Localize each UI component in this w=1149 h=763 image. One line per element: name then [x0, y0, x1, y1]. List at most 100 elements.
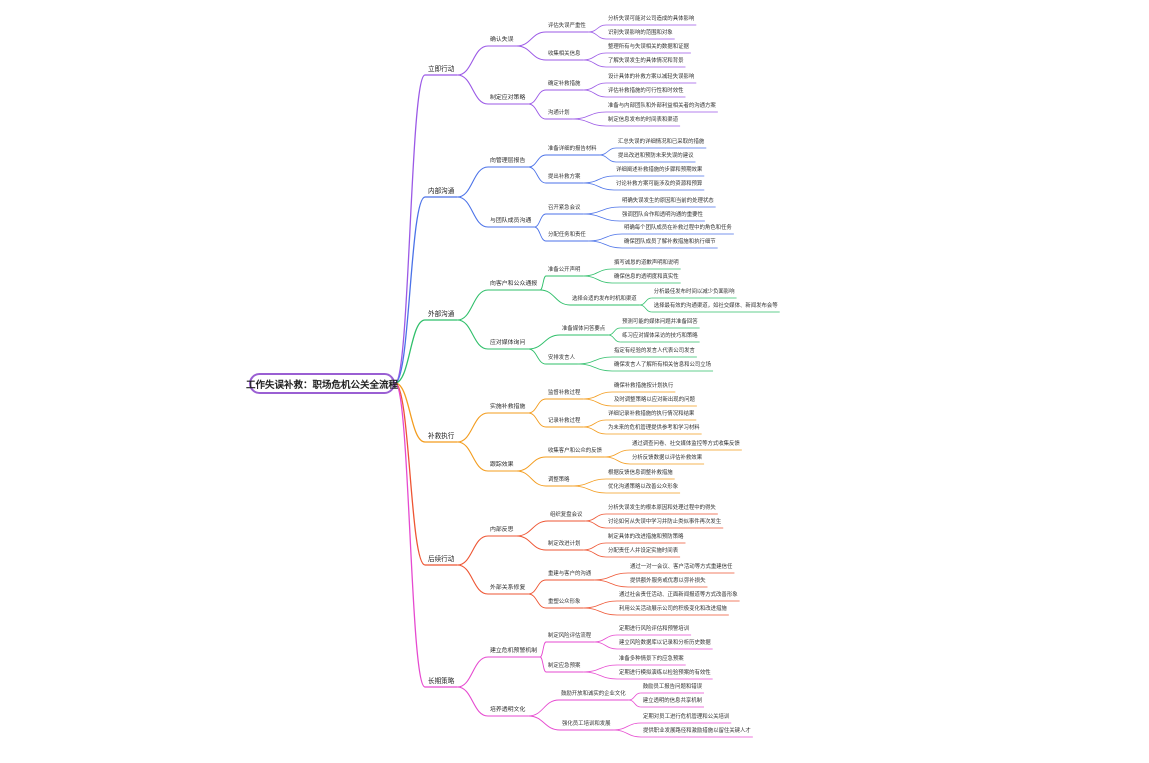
topic-node-4-0-0[interactable]: 组织复盘会议	[550, 512, 583, 518]
sub-node-2-1[interactable]: 应对媒体询问	[490, 340, 526, 346]
root-node[interactable]: 工作失误补救：职场危机公关全流程	[246, 373, 398, 394]
sub-node-4-0[interactable]: 内部反思	[490, 527, 514, 533]
branch-node-4[interactable]: 后续行动	[428, 555, 455, 563]
leaf-node-3-0-0-1[interactable]: 及时调整策略以应对新出现的问题	[614, 397, 695, 403]
topic-node-4-0-1[interactable]: 制定改进计划	[548, 541, 581, 547]
leaf-node-4-1-0-0[interactable]: 通过一对一会议、客户活动等方式重建信任	[630, 564, 733, 570]
leaf-node-2-0-1-1[interactable]: 选择最有效的沟通渠道，如社交媒体、新闻发布会等	[653, 303, 778, 309]
sub-node-5-1[interactable]: 培养透明文化	[490, 707, 526, 713]
leaf-node-4-1-0-1[interactable]: 提供额外服务或优惠以弥补损失	[630, 578, 706, 584]
sub-node-2-0[interactable]: 向客户和公众通报	[490, 281, 538, 287]
sub-node-0-1[interactable]: 制定应对策略	[490, 95, 526, 101]
leaf-node-1-1-1-1[interactable]: 确保团队成员了解补救措施和执行细节	[624, 239, 716, 245]
topic-node-4-1-0[interactable]: 重建与客户的沟通	[548, 571, 592, 577]
topic-connector-0-1-1	[528, 103, 547, 120]
topic-node-2-0-1[interactable]: 选择合适的发布时机和渠道	[572, 296, 637, 302]
leaf-connector-4-1-0-0	[594, 572, 629, 581]
topic-node-5-1-1[interactable]: 强化员工培训和发展	[562, 721, 611, 727]
leaf-node-3-0-1-1[interactable]: 为未来的危机管理提供参考和学习材料	[608, 425, 700, 431]
leaf-node-0-1-1-0[interactable]: 准备与内部团队和外部利益相关者的沟通方案	[608, 103, 716, 109]
leaf-node-5-1-0-1[interactable]: 建立透明的信息共享机制	[642, 698, 703, 704]
topic-node-1-1-0[interactable]: 召开紧急会议	[548, 205, 581, 211]
leaf-node-1-1-0-1[interactable]: 强调团队合作和透明沟通的重要性	[622, 212, 703, 218]
leaf-node-4-0-1-1[interactable]: 分配责任人并设定实施时间表	[608, 548, 679, 554]
topic-node-5-0-0[interactable]: 制定风险评估流程	[548, 633, 592, 639]
topic-node-3-0-0[interactable]: 监督补救过程	[548, 390, 581, 396]
topic-node-2-0-0[interactable]: 准备公开声明	[548, 267, 581, 273]
sub-node-3-0[interactable]: 实施补救措施	[490, 404, 526, 410]
branch-node-1[interactable]: 内部沟通	[428, 187, 455, 195]
sub-node-4-1[interactable]: 外部关系修复	[490, 585, 526, 591]
leaf-node-1-1-1-0[interactable]: 明确每个团队成员在补救过程中的角色和任务	[624, 225, 732, 231]
topic-node-5-0-1[interactable]: 制定应急预案	[548, 663, 581, 669]
leaf-node-1-0-1-0[interactable]: 详细阐述补救措施的步骤和预期效果	[616, 167, 703, 173]
leaf-node-0-1-0-0[interactable]: 设计具体的补救方案以减轻失误影响	[608, 74, 695, 80]
sub-connector-1-1	[457, 196, 489, 228]
leaf-node-0-0-0-1[interactable]: 识别失误影响的范围和对象	[608, 30, 673, 36]
leaf-node-2-0-0-1[interactable]: 确保信息的透明度和真实性	[614, 274, 679, 280]
leaf-node-2-1-0-0[interactable]: 预测可能的媒体问题并准备回答	[622, 319, 698, 325]
leaf-node-2-1-1-1[interactable]: 确保发言人了解所有相关信息和公司立场	[614, 362, 712, 368]
leaf-node-3-1-0-0[interactable]: 通过调查问卷、社交媒体监控等方式收集反馈	[632, 441, 740, 447]
leaf-node-5-0-0-0[interactable]: 定期进行风险评估和预警培训	[619, 626, 690, 632]
leaf-node-0-0-1-1[interactable]: 了解失误发生的具体情况和背景	[608, 58, 684, 64]
leaf-node-1-1-0-0[interactable]: 明确失误发生的原因和当前的处理状态	[622, 198, 714, 204]
branch-node-2[interactable]: 外部沟通	[428, 310, 455, 318]
topic-node-0-1-0[interactable]: 确定补救措施	[548, 81, 581, 87]
leaf-node-4-0-0-0[interactable]: 分析失误发生的根本原因和处理过程中的得失	[608, 505, 716, 511]
leaf-node-1-0-1-1[interactable]: 讨论补救方案可能涉及的资源和预算	[616, 181, 703, 187]
leaf-node-3-1-0-1[interactable]: 分析反馈数据以评估补救效果	[632, 455, 703, 461]
leaf-node-3-0-0-0[interactable]: 确保补救措施按计划执行	[614, 383, 674, 389]
leaf-node-0-0-1-0[interactable]: 整理所有与失误相关的数据和证据	[608, 44, 689, 50]
topic-node-3-1-1[interactable]: 调整策略	[548, 477, 570, 483]
leaf-node-5-0-1-1[interactable]: 定期进行模拟演练以检验预案的有效性	[619, 670, 711, 676]
leaf-node-5-1-1-1[interactable]: 提供职业发展路径和激励措施以留住关键人才	[643, 728, 751, 734]
topic-node-0-0-0[interactable]: 评估失误严重性	[548, 23, 586, 29]
branch-node-0[interactable]: 立即行动	[428, 65, 455, 73]
sub-node-1-0[interactable]: 向管理层报告	[490, 158, 526, 164]
topic-node-4-1-1[interactable]: 重塑公众形象	[548, 599, 581, 605]
sub-node-5-0[interactable]: 建立危机预警机制	[490, 648, 538, 654]
topic-node-2-1-0[interactable]: 准备媒体问答要点	[562, 326, 606, 332]
leaf-node-4-1-1-0[interactable]: 通过社会责任活动、正面新闻报道等方式改善形象	[619, 592, 738, 598]
topic-connector-3-1-1	[516, 470, 547, 487]
leaf-node-5-1-1-0[interactable]: 定期对员工进行危机管理和公关培训	[643, 714, 730, 720]
leaf-connector-4-0-0-1	[585, 520, 607, 529]
topic-node-3-1-0[interactable]: 收集客户和公众的反馈	[548, 448, 602, 454]
sub-node-0-0[interactable]: 确认失误	[490, 37, 514, 43]
leaf-node-4-1-1-1[interactable]: 利用公关活动展示公司的积极变化和改进措施	[619, 606, 727, 612]
leaf-node-5-0-0-1[interactable]: 建立风险数据库以记录和分析历史数据	[619, 640, 711, 646]
leaf-node-0-0-0-0[interactable]: 分析失误可能对公司造成的具体影响	[608, 16, 695, 22]
leaf-node-0-1-0-1[interactable]: 评估补救措施的可行性和时效性	[608, 88, 684, 94]
sub-connector-1-0	[457, 166, 489, 198]
topic-node-5-1-0[interactable]: 鼓励开放和诚实的企业文化	[561, 691, 626, 697]
branch-node-5[interactable]: 长期策略	[428, 677, 455, 685]
leaf-node-2-1-0-1[interactable]: 练习应对媒体采访的技巧和策略	[622, 333, 698, 339]
leaf-node-3-0-1-0[interactable]: 详细记录补救措施的执行情况和结果	[608, 411, 695, 417]
leaf-node-3-1-1-0[interactable]: 根据反馈信息调整补救措施	[608, 470, 673, 476]
leaf-node-4-0-1-0[interactable]: 制定具体的改进措施和预防策略	[608, 534, 684, 540]
sub-node-1-1[interactable]: 与团队成员沟通	[490, 218, 532, 224]
topic-node-1-1-1[interactable]: 分配任务和责任	[548, 232, 586, 238]
leaf-node-5-1-0-0[interactable]: 鼓励员工报告问题和错误	[642, 684, 703, 690]
sub-node-3-1[interactable]: 跟踪效果	[490, 462, 514, 468]
leaf-node-3-1-1-1[interactable]: 优化沟通策略以改善公众形象	[608, 484, 679, 490]
leaf-node-5-0-1-0[interactable]: 准备多种情景下的应急预案	[619, 656, 684, 662]
topic-node-2-1-1[interactable]: 安排发言人	[548, 355, 575, 361]
topic-node-0-1-1[interactable]: 沟通计划	[548, 110, 570, 116]
leaf-node-0-1-1-1[interactable]: 制定信息发布的时间表和渠道	[608, 117, 679, 123]
leaf-node-2-0-1-0[interactable]: 分析最佳发布时间以减少负面影响	[653, 289, 735, 295]
leaf-node-2-1-1-0[interactable]: 指定有经验的发言人代表公司发言	[614, 348, 695, 354]
leaf-node-4-0-0-1[interactable]: 讨论如何从失误中学习并防止类似事件再次发生	[608, 519, 722, 525]
topic-node-3-0-1[interactable]: 记录补救过程	[548, 418, 581, 424]
leaf-connector-0-1-0-1	[583, 89, 607, 98]
topic-node-0-0-1[interactable]: 收集相关信息	[548, 51, 581, 57]
leaf-node-2-0-0-0[interactable]: 撰写诚恳的道歉声明和说明	[614, 260, 679, 266]
topic-node-1-0-1[interactable]: 提出补救方案	[548, 174, 581, 180]
leaf-connector-0-1-0-0	[583, 82, 607, 91]
topic-node-1-0-0[interactable]: 准备详细的报告材料	[548, 146, 597, 152]
leaf-node-1-0-0-0[interactable]: 汇总失误的详细情况和已采取的措施	[618, 139, 705, 145]
leaf-connector-1-0-0-1	[599, 154, 617, 163]
leaf-node-1-0-0-1[interactable]: 提出改进和预防未来失误的建议	[618, 153, 694, 159]
branch-node-3[interactable]: 补救执行	[428, 432, 455, 440]
